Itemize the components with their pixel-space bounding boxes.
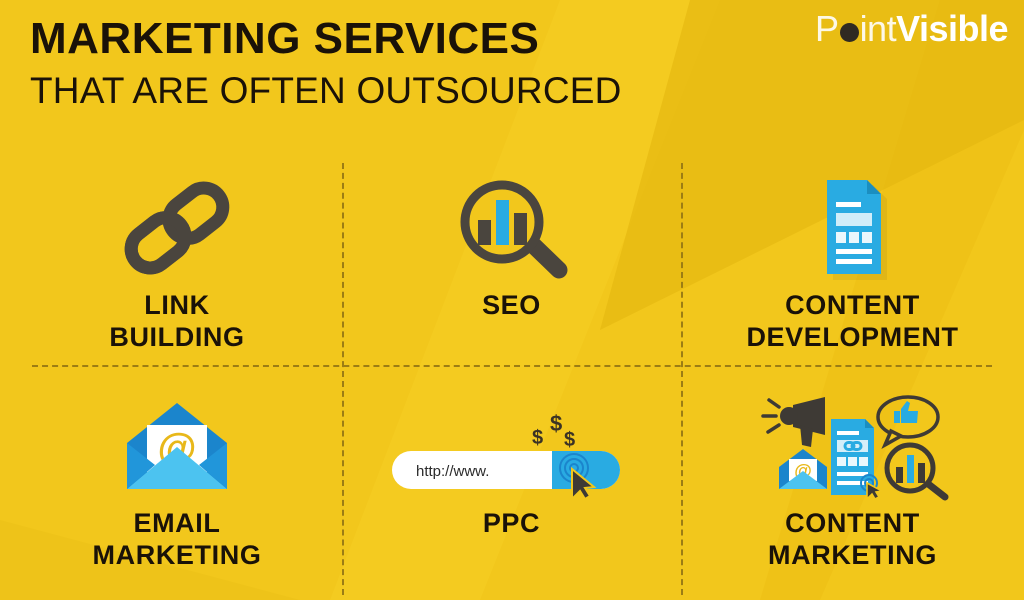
magnifier-bars-icon (884, 442, 948, 501)
divider-vertical-right (681, 163, 683, 595)
cursor-icon (859, 474, 884, 501)
cell-label-ppc: PPC (482, 508, 541, 538)
cell-seo[interactable]: SEO (342, 178, 681, 353)
cell-email-marketing[interactable]: @ EMAIL MARKETING (12, 396, 342, 591)
cell-label-content-marketing: CONTENT MARKETING (768, 508, 937, 570)
logo-text-visible: Visible (896, 8, 1008, 49)
dollar-sign-2: $ (532, 427, 543, 449)
logo-dot-o-icon (839, 23, 859, 42)
cell-label-link-building: LINK BUILDING (109, 290, 245, 352)
cell-ppc[interactable]: $ $ $ http://www. PPC (342, 396, 681, 591)
cell-content-marketing[interactable]: @ CONTENT MARKETING (681, 395, 1024, 591)
cell-label-content-development: CONTENT DEVELOPMENT (746, 290, 959, 352)
logo-text-p: P (815, 8, 839, 49)
divider-vertical-left (342, 163, 344, 595)
url-bar-click-icon: $ $ $ http://www. (382, 396, 642, 502)
document-icon (805, 178, 901, 280)
envelope-at-icon: @ (778, 449, 827, 489)
url-bar-text: http://www. (416, 463, 489, 480)
cell-link-building[interactable]: LINK BUILDING (12, 178, 342, 353)
thumbs-up-speech-bubble-icon (875, 395, 940, 450)
content-collage-icon: @ (753, 395, 953, 501)
logo-text-int: int (859, 8, 897, 49)
open-envelope-at-icon: @ (121, 396, 233, 498)
chain-link-icon (118, 178, 236, 278)
cursor-icon (570, 466, 596, 502)
divider-horizontal (32, 365, 992, 367)
megaphone-icon (760, 397, 825, 447)
dollar-sign-3: $ (564, 429, 575, 451)
page-title: MARKETING SERVICES (30, 14, 540, 63)
cell-label-email-marketing: EMAIL MARKETING (92, 508, 262, 570)
magnifier-bars-icon (452, 178, 572, 279)
cell-label-seo: SEO (482, 290, 541, 320)
page-subtitle: THAT ARE OFTEN OUTSOURCED (30, 70, 622, 111)
header: MARKETING SERVICES THAT ARE OFTEN OUTSOU… (0, 0, 1024, 130)
dollar-sign-1: $ (550, 411, 562, 436)
cell-content-development[interactable]: CONTENT DEVELOPMENT (681, 178, 1024, 353)
document-link-icon (830, 419, 874, 495)
